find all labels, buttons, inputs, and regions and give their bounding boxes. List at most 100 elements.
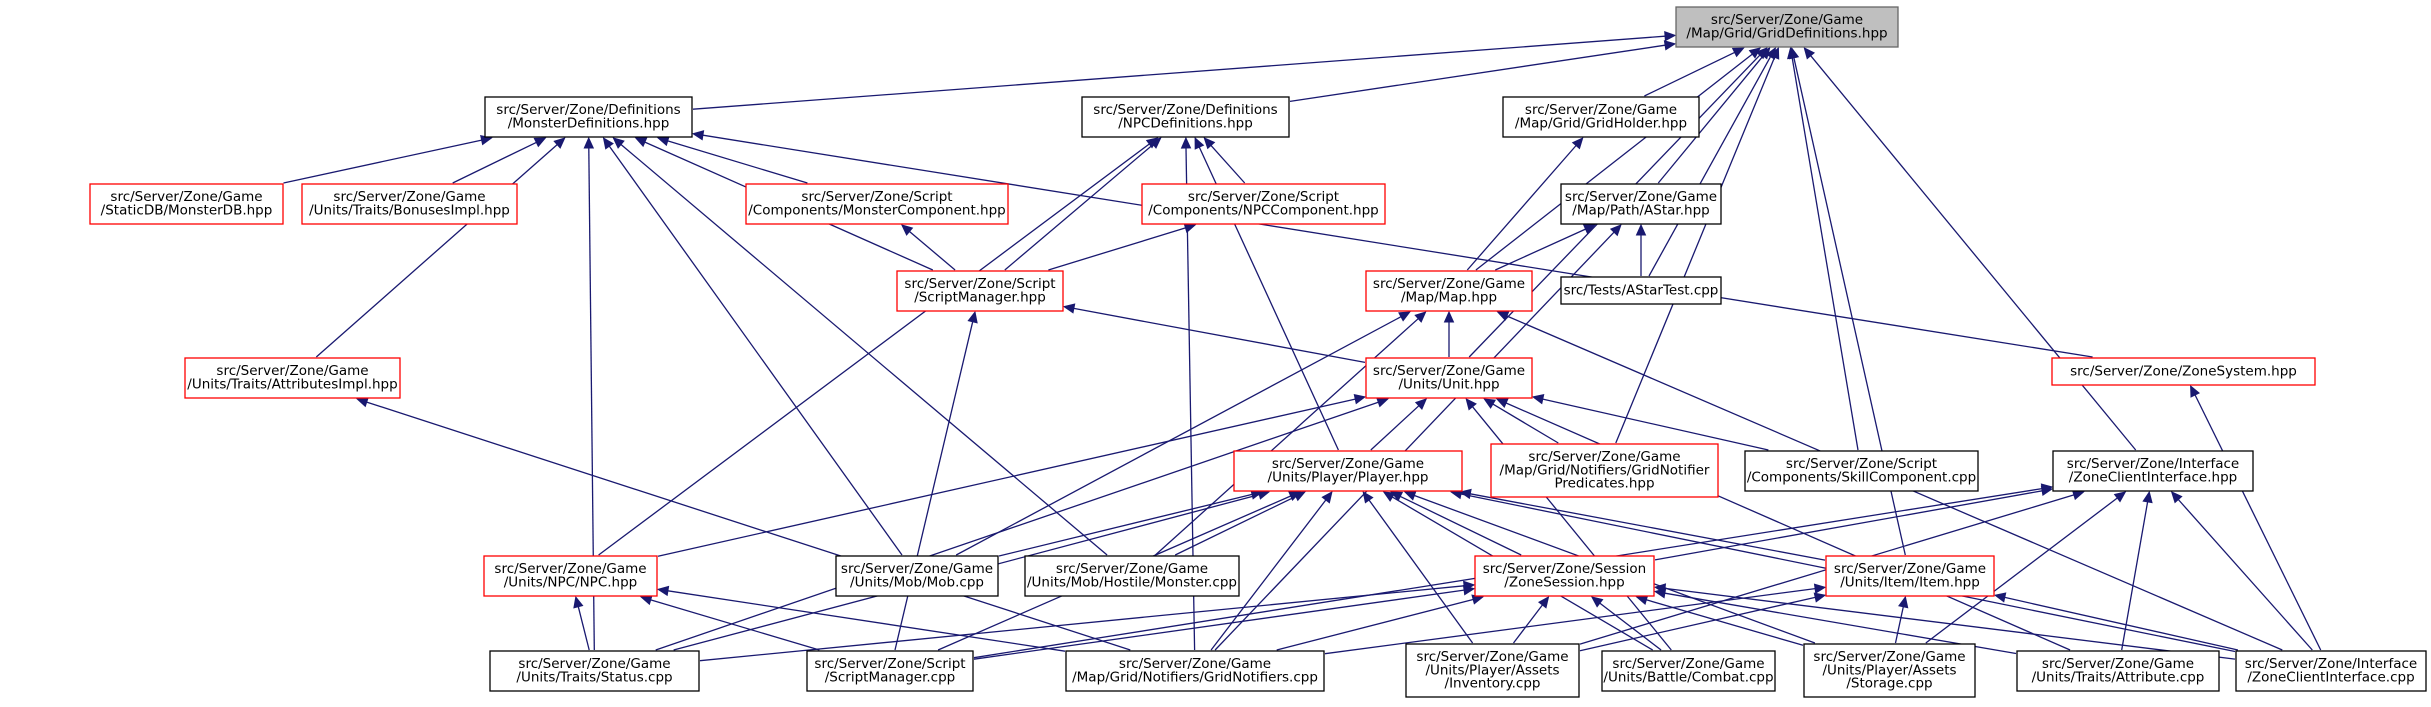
file-node-label: src/Server/Zone/Game	[1416, 649, 1568, 665]
file-node-label: /Units/Traits/Status.cpp	[516, 670, 672, 686]
edge-line	[1466, 145, 1577, 271]
include-edge-monsterdefs-to-griddefs	[692, 30, 1677, 110]
file-node-zonesession[interactable]: src/Server/Zone/Session/ZoneSession.hpp	[1474, 555, 1655, 597]
file-node-box	[1803, 643, 1976, 698]
file-node-box	[835, 555, 999, 597]
file-node-astar[interactable]: src/Server/Zone/Game/Map/Path/AStar.hpp	[1560, 183, 1722, 225]
arrowhead-icon	[1993, 592, 2007, 603]
file-node-label: /Units/Unit.hpp	[1398, 377, 1499, 393]
file-node-player[interactable]: src/Server/Zone/Game/Units/Player/Player…	[1233, 450, 1463, 492]
file-node-label: /ZoneClientInterface.hpp	[2069, 470, 2237, 486]
file-node-inventory[interactable]: src/Server/Zone/Game/Units/Player/Assets…	[1405, 643, 1580, 698]
file-node-griddefs[interactable]: src/Server/Zone/Game/Map/Grid/GridDefini…	[1675, 6, 1899, 48]
file-node-box	[2016, 650, 2220, 692]
file-node-item[interactable]: src/Server/Zone/Game/Units/Item/Item.hpp	[1825, 555, 1995, 597]
file-node-map[interactable]: src/Server/Zone/Game/Map/Map.hpp	[1365, 270, 1533, 312]
file-node-npc[interactable]: src/Server/Zone/Game/Units/NPC/NPC.hpp	[483, 555, 658, 597]
file-node-gridnotifpred[interactable]: src/Server/Zone/Game/Map/Grid/Notifiers/…	[1490, 443, 1719, 498]
arrowhead-icon	[1653, 583, 1667, 594]
edge-line	[608, 145, 903, 556]
edge-line	[1154, 318, 1419, 556]
file-node-label: src/Server/Zone/Script	[1786, 456, 1937, 472]
file-node-label: src/Server/Zone/Script	[904, 276, 1055, 292]
file-node-monsterdefs[interactable]: src/Server/Zone/Definitions/MonsterDefin…	[484, 96, 693, 138]
file-node-monstercomp[interactable]: src/Server/Zone/Script/Components/Monste…	[745, 183, 1009, 225]
edge-line	[1324, 587, 1816, 655]
file-node-monsterdb[interactable]: src/Server/Zone/Game/StaticDB/MonsterDB.…	[89, 183, 284, 225]
include-edge-zoneclientif_c-to-zoneclientif_h	[2170, 491, 2313, 651]
file-node-zonesystem[interactable]: src/Server/Zone/ZoneSystem.hpp	[2051, 357, 2316, 386]
file-node-label: /Units/Item/Item.hpp	[1840, 575, 1980, 591]
file-node-label: src/Server/Zone/Script	[1188, 189, 1339, 205]
edge-line	[894, 321, 974, 651]
file-node-npcdefs[interactable]: src/Server/Zone/Definitions/NPCDefinitio…	[1081, 96, 1290, 138]
file-node-box	[1141, 183, 1386, 225]
include-edge-unit-to-scriptmgr	[1062, 303, 1366, 364]
arrowhead-icon	[1590, 596, 1604, 608]
file-node-scriptmgr[interactable]: src/Server/Zone/Script/ScriptManager.hpp	[896, 270, 1064, 312]
file-node-unit[interactable]: src/Server/Zone/Game/Units/Unit.hpp	[1365, 357, 1533, 399]
file-node-status[interactable]: src/Server/Zone/Game/Units/Traits/Status…	[489, 650, 700, 692]
arrowhead-icon	[1398, 311, 1411, 322]
file-node-zoneclientif_h[interactable]: src/Server/Zone/Interface/ZoneClientInte…	[2052, 450, 2254, 492]
file-node-zoneclientif_c[interactable]: src/Server/Zone/Interface/ZoneClientInte…	[2235, 650, 2427, 692]
edge-line	[283, 139, 482, 184]
file-node-attributesimpl[interactable]: src/Server/Zone/Game/Units/Traits/Attrib…	[184, 357, 401, 399]
include-edge-zonesession-to-player	[1390, 491, 1522, 556]
file-node-bonusesimpl[interactable]: src/Server/Zone/Game/Units/Traits/Bonuse…	[301, 183, 518, 225]
edge-line	[1004, 144, 1154, 271]
file-node-box	[1675, 6, 1899, 48]
file-node-box	[1405, 643, 1580, 698]
file-node-combat[interactable]: src/Server/Zone/Game/Units/Battle/Combat…	[1601, 650, 1776, 692]
file-node-label: /Units/NPC/NPC.hpp	[504, 575, 637, 591]
file-node-astartest[interactable]: src/Tests/AStarTest.cpp	[1560, 276, 1722, 305]
include-edge-status-to-unit	[655, 397, 1389, 651]
edge-line	[955, 316, 1402, 556]
arrowhead-icon	[1755, 47, 1768, 60]
include-edge-gridnotifiers-to-item	[1324, 583, 1827, 655]
file-node-box	[1365, 270, 1533, 312]
file-node-gridnotifiers[interactable]: src/Server/Zone/Game/Map/Grid/Notifiers/…	[1065, 650, 1325, 692]
include-edge-attribute-to-unit	[1495, 398, 2071, 651]
file-node-mob[interactable]: src/Server/Zone/Game/Units/Mob/Mob.cpp	[835, 555, 999, 597]
file-node-gridholder[interactable]: src/Server/Zone/Game/Map/Grid/GridHolder…	[1502, 96, 1700, 138]
arrowhead-icon	[1788, 46, 1800, 60]
file-node-storage[interactable]: src/Server/Zone/Game/Units/Player/Assets…	[1803, 643, 1976, 698]
file-node-skillcomp[interactable]: src/Server/Zone/Script/Components/SkillC…	[1744, 450, 1979, 492]
file-node-label: /Components/SkillComponent.cpp	[1747, 470, 1976, 486]
edge-line	[692, 35, 1666, 110]
file-node-monster[interactable]: src/Server/Zone/Game/Units/Mob/Hostile/M…	[1024, 555, 1240, 597]
file-node-box	[1744, 450, 1979, 492]
arrowhead-icon	[900, 224, 914, 236]
edge-line	[650, 599, 820, 651]
arrowhead-icon	[2170, 491, 2183, 504]
include-edge-map-to-griddefs	[1475, 47, 1762, 271]
include-edge-storage-to-item	[1894, 595, 1909, 644]
file-node-box	[806, 650, 974, 692]
file-node-label: /Components/MonsterComponent.hpp	[748, 203, 1006, 219]
file-node-label: /Storage.cpp	[1846, 676, 1932, 692]
file-node-label: src/Server/Zone/Script	[801, 189, 952, 205]
include-edge-npcdefs-to-griddefs	[1289, 40, 1677, 103]
arrowhead-icon	[1062, 303, 1076, 314]
nodes-layer: src/Server/Zone/Game/Map/Grid/GridDefini…	[89, 6, 2427, 698]
include-edge-gridnotifiers-to-astar	[1214, 224, 1622, 651]
arrowhead-icon	[356, 397, 369, 408]
file-node-label: src/Server/Zone/Game	[2042, 656, 2194, 672]
edge-line	[1289, 44, 1666, 103]
file-node-label: /Units/Battle/Combat.cpp	[1603, 670, 1773, 686]
include-edge-scriptmgr-to-npccomp	[1048, 223, 1197, 271]
arrowhead-icon	[1571, 137, 1584, 150]
include-edge-inventory-to-zonesession	[1512, 596, 1550, 644]
file-node-npccomp[interactable]: src/Server/Zone/Script/Components/NPCCom…	[1141, 183, 1386, 225]
edge-line	[667, 590, 1066, 652]
edge-line	[657, 398, 1356, 557]
file-node-scriptmgr_cpp[interactable]: src/Server/Zone/Script/ScriptManager.cpp	[806, 650, 974, 692]
file-node-label: src/Server/Zone/Game	[518, 656, 670, 672]
file-node-attribute[interactable]: src/Server/Zone/Game/Units/Traits/Attrib…	[2016, 650, 2220, 692]
file-node-box	[1601, 650, 1776, 692]
file-node-label: Predicates.hpp	[1554, 476, 1654, 492]
file-node-label: src/Server/Zone/Definitions	[1093, 102, 1277, 118]
edge-line	[1648, 56, 1772, 277]
file-node-label: src/Server/Zone/Game	[1056, 561, 1208, 577]
